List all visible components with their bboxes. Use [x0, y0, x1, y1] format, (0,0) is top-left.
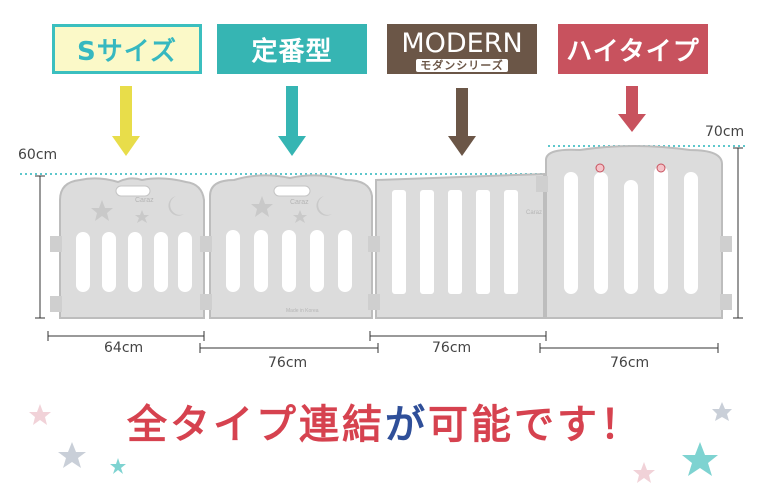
width-line-3 [369, 331, 547, 341]
label-standard: 定番型 [217, 24, 367, 74]
star-icon [135, 210, 149, 223]
arrow-down-icon [448, 88, 476, 156]
label-modern-main: MODERN [401, 28, 523, 59]
star-icon [91, 200, 113, 221]
star-icon [251, 196, 273, 217]
arrow-down-icon [618, 86, 646, 132]
width-label-2: 76cm [268, 355, 308, 371]
decorative-star-icon [110, 458, 126, 474]
width-line-4 [539, 343, 719, 353]
headline: 全タイプ連結が可能です！ [0, 392, 770, 450]
headline-part2: が [385, 402, 428, 448]
panel-brand-text: Caraz [290, 199, 309, 206]
panel-made-text: Made in Korea [286, 308, 319, 314]
panel-standard: Caraz Made in Korea [200, 174, 373, 319]
label-modern-sub: モダンシリーズ [416, 59, 508, 72]
height-left-label: 60cm [18, 147, 58, 163]
width-label-4: 76cm [610, 355, 650, 371]
height-line-left [35, 175, 45, 319]
arrow-down-icon [278, 86, 306, 156]
width-line-2 [199, 343, 379, 353]
panel-high-type [536, 145, 732, 319]
label-high-type: ハイタイプ [558, 24, 708, 74]
panel-modern: Caraz [368, 172, 545, 319]
width-label-1: 64cm [104, 340, 144, 356]
width-line-1 [47, 331, 205, 341]
decorative-star-icon [29, 404, 51, 425]
headline-part3: 可能です！ [428, 402, 643, 448]
panel-s-size: Caraz [50, 177, 205, 319]
height-line-right [733, 147, 743, 319]
decorative-star-icon [58, 442, 86, 468]
width-label-3: 76cm [432, 340, 472, 356]
star-icon [293, 210, 307, 223]
decorative-star-icon [712, 402, 732, 421]
decorative-star-icon [682, 442, 718, 476]
decorative-star-icon [633, 462, 655, 483]
panel-brand-text: Caraz [135, 197, 154, 204]
headline-part1: 全タイプ連結 [127, 402, 385, 448]
arrow-down-icon [112, 86, 140, 156]
label-s-size: Sサイズ [52, 24, 202, 74]
label-modern: MODERN モダンシリーズ [387, 24, 537, 74]
panel-brand-text: Caraz [526, 210, 542, 216]
height-right-label: 70cm [705, 124, 745, 140]
